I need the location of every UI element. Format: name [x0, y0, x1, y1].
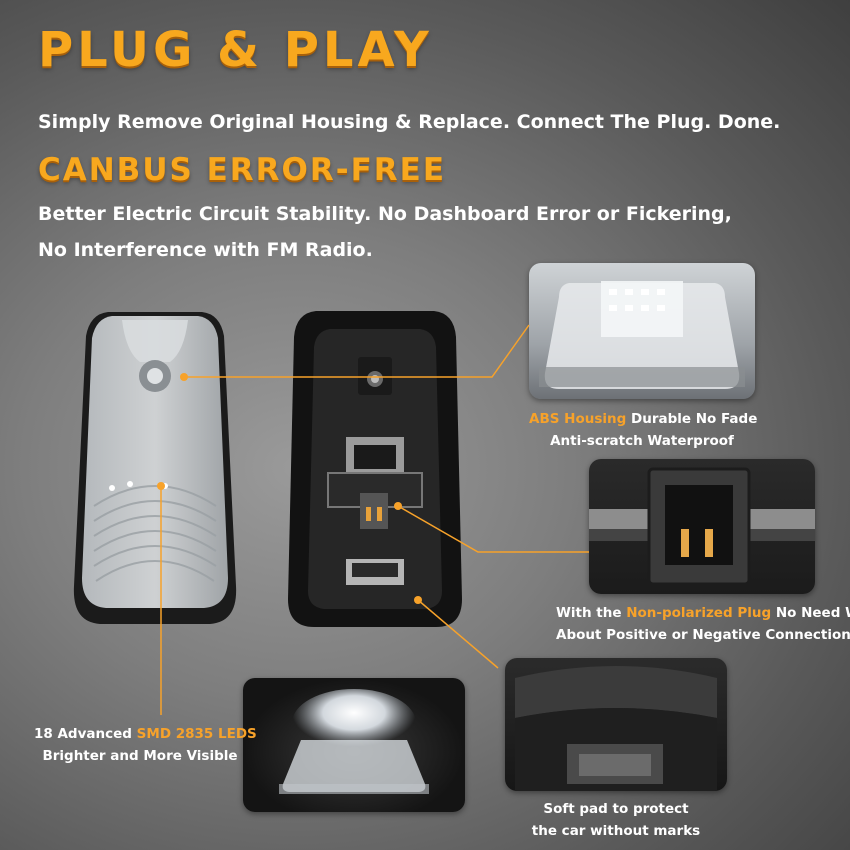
- headline-canbus: CANBUS ERROR-FREE: [38, 152, 447, 188]
- led-highlight: SMD 2835 LEDS: [136, 726, 257, 742]
- subtext-plug-and-play: Simply Remove Original Housing & Replace…: [38, 111, 781, 133]
- soft-pad-detail-image: [505, 658, 727, 791]
- abs-housing-detail-image: [529, 263, 755, 399]
- plug-highlight: Non-polarized Plug: [626, 605, 772, 621]
- led-glow-image: [243, 678, 465, 812]
- soft-pad-caption: Soft pad to protect the car without mark…: [505, 798, 727, 842]
- led-prefix: 18 Advanced: [34, 726, 137, 742]
- subtext-canbus: Better Electric Circuit Stability. No Da…: [38, 203, 732, 261]
- led-line2: Brighter and More Visible: [42, 748, 238, 764]
- clear-lens-image: [73, 312, 237, 624]
- plug-caption: With the Non-polarized Plug No Need Worr…: [556, 602, 850, 646]
- abs-line2: Anti-scratch Waterproof: [550, 433, 734, 449]
- plug-line1: No Need Worry: [775, 605, 850, 621]
- led-caption: 18 Advanced SMD 2835 LEDS Brighter and M…: [34, 723, 257, 767]
- abs-housing-caption: ABS Housing Durable No Fade Anti-scratch…: [529, 408, 758, 452]
- headline-plug-and-play: PLUG & PLAY: [38, 22, 433, 78]
- plug-prefix: With the: [556, 605, 627, 621]
- abs-line1: Durable No Fade: [626, 411, 758, 427]
- plug-line2: About Positive or Negative Connection: [556, 627, 850, 643]
- pad-line2: the car without marks: [531, 823, 701, 839]
- black-housing-image: [288, 311, 462, 627]
- abs-highlight: ABS Housing: [529, 411, 627, 427]
- pad-line1: Soft pad to protect: [543, 801, 689, 817]
- plug-detail-image: [589, 459, 815, 594]
